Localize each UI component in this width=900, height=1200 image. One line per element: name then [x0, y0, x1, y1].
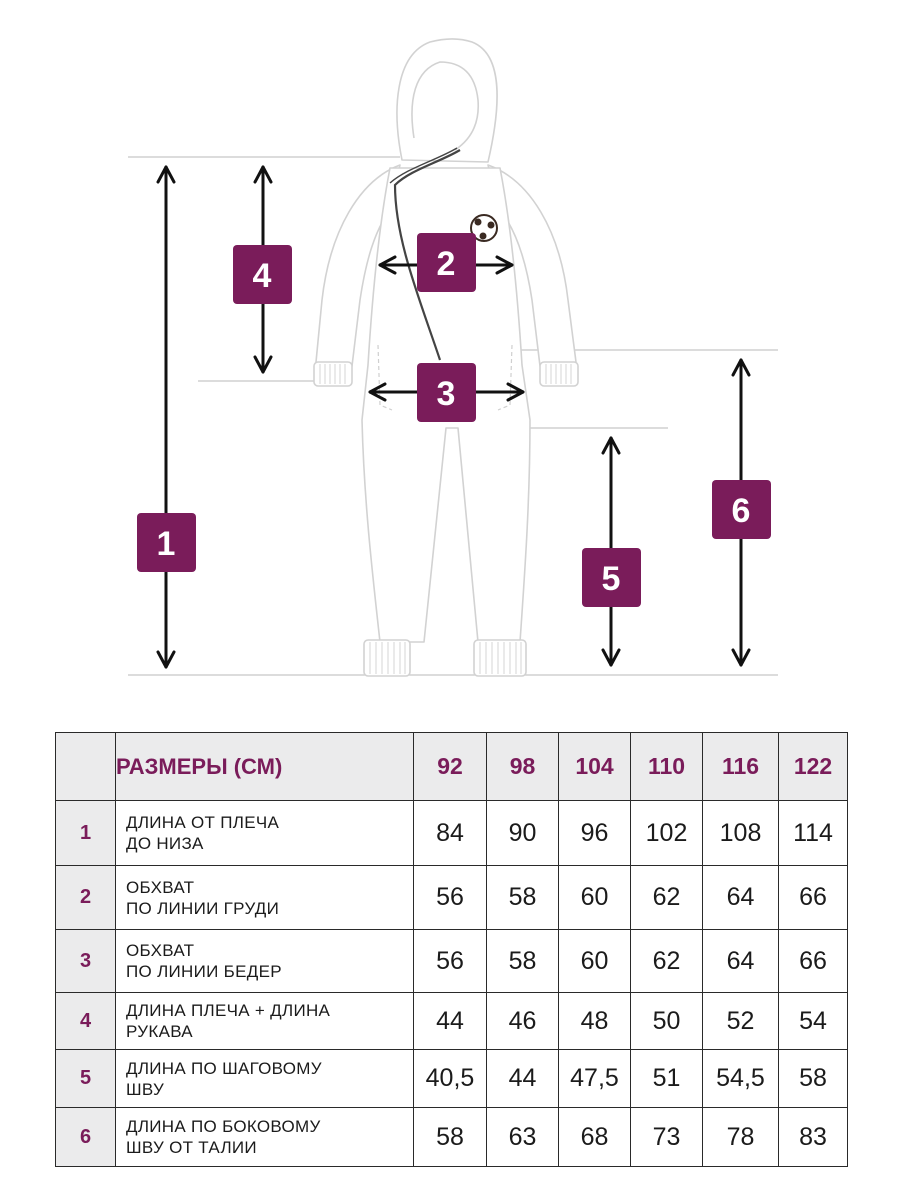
table-cell: 62	[630, 929, 703, 993]
table-title: РАЗМЕРЫ (СМ)	[115, 732, 414, 801]
jumpsuit-outline	[313, 38, 579, 677]
table-cell: 54,5	[702, 1049, 779, 1108]
table-cell: 58	[486, 865, 559, 930]
row-number: 1	[55, 800, 116, 866]
svg-text:5: 5	[602, 560, 621, 598]
zipper	[393, 149, 461, 361]
table-cell: 83	[778, 1107, 848, 1167]
table-cell: 56	[413, 929, 487, 993]
row-number: 4	[55, 992, 116, 1050]
table-cell: 46	[486, 992, 559, 1050]
badge-6: 6	[712, 480, 771, 539]
measurement-diagram: 1 4 2 3 5 6	[128, 38, 778, 677]
table-cell: 44	[486, 1049, 559, 1108]
table-cell: 84	[413, 800, 487, 866]
table-cell: 68	[558, 1107, 631, 1167]
table-cell: 52	[702, 992, 779, 1050]
cuff-ribbing	[319, 364, 572, 674]
svg-text:3: 3	[437, 375, 456, 413]
table-cell: 66	[778, 865, 848, 930]
table-cell: 90	[486, 800, 559, 866]
table-cell: 60	[558, 929, 631, 993]
table-cell: 78	[702, 1107, 779, 1167]
table-cell: 63	[486, 1107, 559, 1167]
table-cell: 58	[486, 929, 559, 993]
table-cell: 47,5	[558, 1049, 631, 1108]
badge-3: 3	[417, 363, 476, 422]
table-cell: 40,5	[413, 1049, 487, 1108]
svg-text:1: 1	[157, 525, 176, 563]
row-number: 2	[55, 865, 116, 930]
badge-5: 5	[582, 548, 641, 607]
table-cell: 108	[702, 800, 779, 866]
table-cell: 44	[413, 992, 487, 1050]
svg-text:6: 6	[732, 492, 751, 530]
table-cell: 54	[778, 992, 848, 1050]
size-table: РАЗМЕРЫ (СМ) 92 98 104 110 116 122 1 ДЛИ…	[55, 732, 848, 1167]
row-number: 6	[55, 1107, 116, 1167]
table-cell: 50	[630, 992, 703, 1050]
corner-cell	[55, 732, 116, 801]
table-cell: 58	[778, 1049, 848, 1108]
table-cell: 62	[630, 865, 703, 930]
size-header: 104	[558, 732, 631, 801]
badge-1: 1	[137, 513, 196, 572]
size-header: 92	[413, 732, 487, 801]
table-cell: 96	[558, 800, 631, 866]
table-cell: 73	[630, 1107, 703, 1167]
table-cell: 66	[778, 929, 848, 993]
table-cell: 64	[702, 865, 779, 930]
table-cell: 114	[778, 800, 848, 866]
table-cell: 64	[702, 929, 779, 993]
badge-2: 2	[417, 233, 476, 292]
table-header-row: РАЗМЕРЫ (СМ) 92 98 104 110 116 122	[55, 732, 848, 801]
table-cell: 56	[413, 865, 487, 930]
table-cell: 51	[630, 1049, 703, 1108]
row-number: 5	[55, 1049, 116, 1108]
table-cell: 60	[558, 865, 631, 930]
size-header: 110	[630, 732, 703, 801]
table-cell: 48	[558, 992, 631, 1050]
size-header: 116	[702, 732, 779, 801]
row-number: 3	[55, 929, 116, 993]
badge-4: 4	[233, 245, 292, 304]
svg-text:4: 4	[253, 257, 272, 295]
size-header: 98	[486, 732, 559, 801]
table-cell: 102	[630, 800, 703, 866]
emblem-icon	[470, 214, 498, 242]
table-cell: 58	[413, 1107, 487, 1167]
svg-text:2: 2	[437, 245, 456, 283]
size-header: 122	[778, 732, 848, 801]
measurement-badges: 1 4 2 3 5 6	[137, 233, 771, 607]
